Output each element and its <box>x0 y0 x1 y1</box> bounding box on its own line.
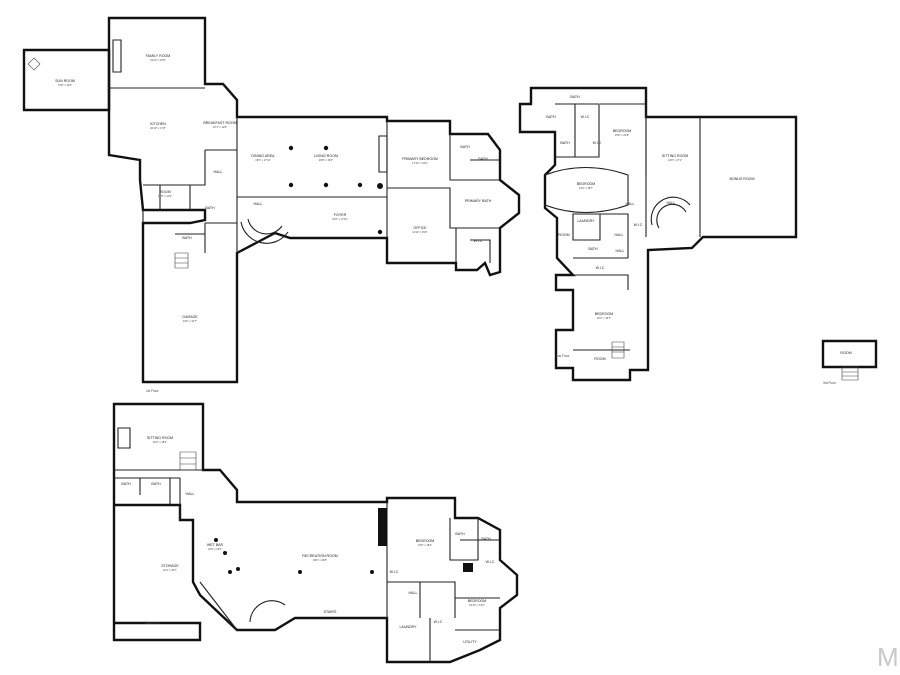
room-label: BEDROOM <box>468 599 487 603</box>
room-dimension: 24'6" x 41'7" <box>183 319 197 323</box>
room-label: ROOM <box>840 351 851 355</box>
room-label: BREAKFAST ROOM <box>203 121 236 125</box>
room-dimension: 21'9" x 18'7" <box>579 186 593 190</box>
room-label: W.I.C <box>474 239 483 243</box>
room-label: OFFICE <box>413 226 427 230</box>
floor-label-attic: 3rd Floor <box>823 381 837 385</box>
room-label: HALL <box>616 249 625 253</box>
room-label: BATH <box>478 157 488 161</box>
room-label: HALL <box>254 202 263 206</box>
room-label: HALL <box>626 202 635 206</box>
room-dimension: 22'2" x 15'7" <box>597 316 611 320</box>
room-label: W.I.C <box>581 115 590 119</box>
room-label: BATH <box>121 482 131 486</box>
room-label: UTILITY <box>463 640 477 644</box>
floor-label-main: 1st Floor <box>146 389 159 393</box>
main-floor-walls <box>22 16 521 384</box>
room-dimension: 22'6" x 18'2" <box>153 440 167 444</box>
room-dimension: 20'8" x 15'0" <box>319 158 333 162</box>
room-label: HALL <box>214 170 223 174</box>
room-dimension: 13'6" x 11'6" <box>58 83 72 87</box>
room-label: FAMILY ROOM <box>146 54 171 58</box>
room-label: BONUS ROOM <box>730 177 755 181</box>
room-label: BEDROOM <box>613 129 632 133</box>
room-label: W.I.C <box>486 560 495 564</box>
room-label: BEDROOM <box>577 182 596 186</box>
room-dimension: 15'1" x 11'8" <box>213 125 227 129</box>
room-label: PRIMARY BATH <box>465 199 492 203</box>
floor-label-upper: 2nd Floor <box>556 354 570 358</box>
room-label: BEDROOM <box>416 539 435 543</box>
room-label: HALL <box>409 591 418 595</box>
room-dimension: 11'10" x 15'0" <box>412 230 428 234</box>
room-dimension: 17'10" x 18'2" <box>412 161 428 165</box>
room-label: BATH <box>560 141 570 145</box>
room-label: LAUNDRY <box>577 219 595 223</box>
room-label: BATH <box>182 236 192 240</box>
room-label: PRIMARY BEDROOM <box>402 157 438 161</box>
room-label: KITCHEN <box>150 122 166 126</box>
room-label: HALL <box>667 201 676 205</box>
room-label: DINING AREA <box>251 154 275 158</box>
room-label: BATH <box>546 115 556 119</box>
room-label: W.I.C <box>596 266 605 270</box>
room-dimension: 15'0" x 17'11" <box>255 158 271 162</box>
basement-walls <box>112 402 519 664</box>
floor-label-basement: Basement <box>145 621 159 625</box>
room-label: BATH <box>205 206 215 210</box>
room-label: BATH <box>588 247 598 251</box>
room-dimension: 15'0" x 18'2" <box>418 543 432 547</box>
room-label: HALL <box>615 233 624 237</box>
room-label: ROOM <box>558 233 569 237</box>
room-label: SUN ROOM <box>55 79 75 83</box>
room-dimension: 14'8" x 11'9" <box>158 194 172 198</box>
room-label: BATH <box>460 145 470 149</box>
room-label: FOYER <box>334 213 347 217</box>
room-label: STAIRS <box>324 610 337 614</box>
room-dimension: 23'10" x 18'6" <box>150 58 166 62</box>
room-label: BATH <box>455 532 465 536</box>
upper-floor-walls <box>518 86 798 382</box>
room-label: SITTING ROOM <box>662 154 688 158</box>
room-dimension: 15'9" x 22'8" <box>615 133 629 137</box>
room-label: HALL <box>186 492 195 496</box>
room-label: BATH <box>570 95 580 99</box>
room-label: ROOM <box>594 357 605 361</box>
room-label: W.I.C <box>390 570 399 574</box>
room-label: GARAGE <box>182 315 198 319</box>
room-label: W.I.C <box>634 223 643 227</box>
room-label: W.I.C <box>434 620 443 624</box>
room-label: BATH <box>481 537 491 541</box>
watermark-logo: M <box>877 642 899 672</box>
room-dimension: 15'10" x 13'0" <box>469 603 485 607</box>
room-label: W.I.C <box>593 141 602 145</box>
room-dimension: 22'4" x 36'7" <box>163 568 177 572</box>
room-label: ROOM <box>159 190 170 194</box>
room-label: SITTING ROOM <box>147 436 173 440</box>
room-dimension: 39'9" x 33'8" <box>313 558 327 562</box>
room-label: BEDROOM <box>595 312 614 316</box>
room-dimension: 14'8" x 17'1" <box>668 158 682 162</box>
room-dimension: 20'10" x 17'8" <box>150 126 166 130</box>
room-label: LAUNDRY <box>399 625 417 629</box>
room-label: WET BAR <box>207 543 224 547</box>
room-label: BATH <box>151 482 161 486</box>
attic-walls <box>821 339 878 381</box>
room-dimension: 11'8" x 16'3" <box>208 547 222 551</box>
room-label: LIVING ROOM <box>314 154 338 158</box>
room-label: RECREATION ROOM <box>302 554 337 558</box>
room-label: STORAGE <box>161 564 179 568</box>
room-dimension: 22'0" x 17'10" <box>332 217 348 221</box>
